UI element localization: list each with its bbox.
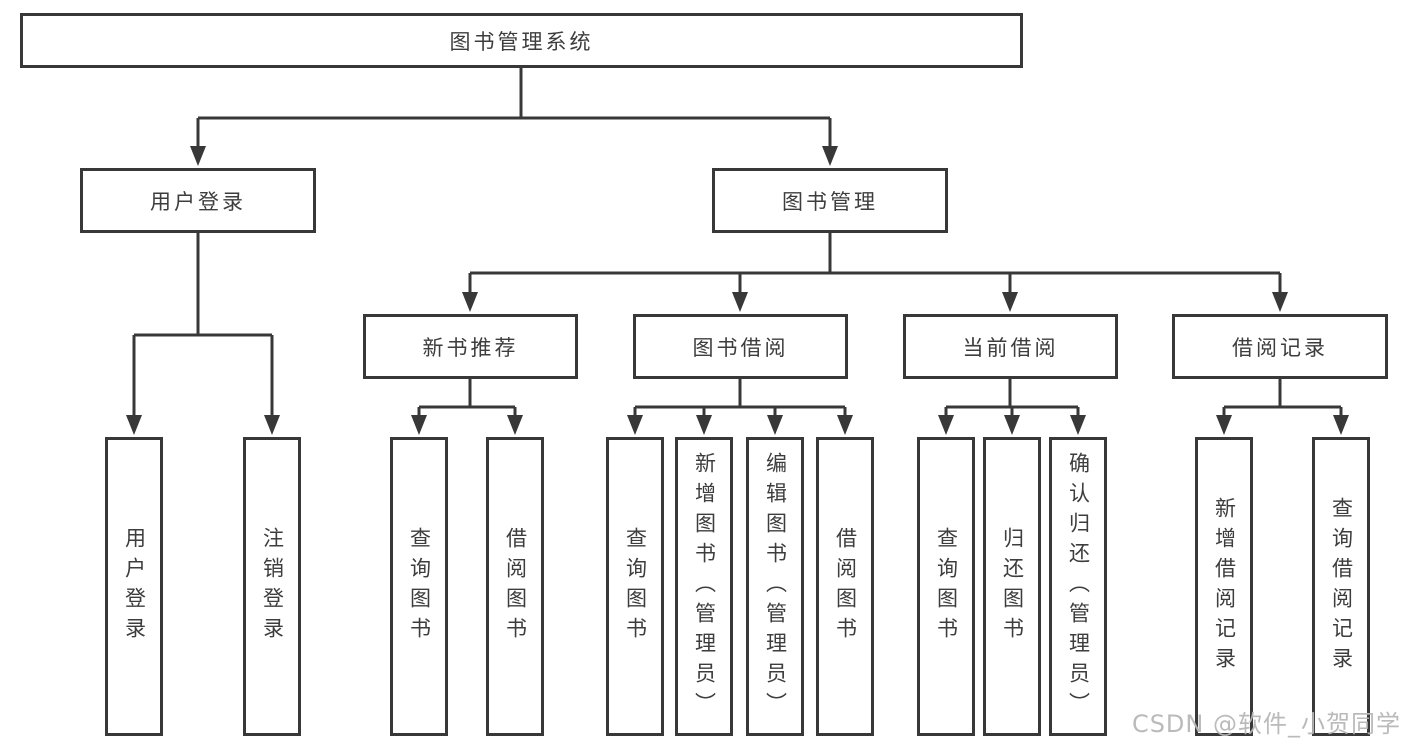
connector-records-to-leaves [1216, 379, 1349, 435]
leaf-user-login: 用户登录 [105, 437, 163, 736]
leaf-add-books-admin: 新增图书（管理员） [675, 437, 733, 736]
arrowhead-icon [1216, 415, 1232, 435]
node-new-book-recommend: 新书推荐 [363, 314, 578, 379]
node-root-system: 图书管理系统 [20, 13, 1023, 68]
leaf-query-books-borrow: 查询图书 [606, 437, 664, 736]
leaf-query-books-current: 查询图书 [917, 437, 975, 736]
arrowhead-icon [1333, 415, 1349, 435]
leaf-query-borrow-record: 查询借阅记录 [1312, 437, 1370, 736]
arrowhead-icon [627, 415, 643, 435]
arrowhead-icon [264, 415, 280, 435]
leaf-borrow-books-recommend: 借阅图书 [486, 437, 544, 736]
node-borrow-records: 借阅记录 [1172, 314, 1388, 379]
leaf-borrow-books: 借阅图书 [816, 437, 874, 736]
node-current-borrow: 当前借阅 [903, 314, 1118, 379]
connector-userlogin-to-leaves [126, 233, 280, 435]
connector-current-to-leaves [938, 379, 1086, 435]
csdn-watermark: CSDN @软件_小贺同学 [1131, 710, 1401, 738]
arrowhead-icon [822, 146, 838, 166]
leaf-add-borrow-record: 新增借阅记录 [1195, 437, 1253, 736]
leaf-query-books-recommend: 查询图书 [390, 437, 448, 736]
arrowhead-icon [837, 415, 853, 435]
arrowhead-icon [411, 415, 427, 435]
arrowhead-icon [126, 415, 142, 435]
arrowhead-icon [696, 415, 712, 435]
node-user-login: 用户登录 [80, 168, 316, 233]
arrowhead-icon [1070, 415, 1086, 435]
connector-root-to-level2 [190, 68, 838, 166]
arrowhead-icon [1004, 415, 1020, 435]
arrowhead-icon [1002, 292, 1018, 312]
connector-bookmgmt-to-level3 [462, 233, 1288, 312]
arrowhead-icon [732, 292, 748, 312]
leaf-return-books: 归还图书 [983, 437, 1041, 736]
arrowhead-icon [1272, 292, 1288, 312]
arrowhead-icon [767, 415, 783, 435]
leaf-edit-books-admin: 编辑图书（管理员） [746, 437, 804, 736]
node-book-management: 图书管理 [712, 168, 948, 233]
connector-borrow-to-leaves [627, 379, 853, 435]
arrowhead-icon [938, 415, 954, 435]
leaf-confirm-return-admin: 确认归还（管理员） [1049, 437, 1107, 736]
node-book-borrow: 图书借阅 [633, 314, 848, 379]
leaf-logout: 注销登录 [243, 437, 301, 736]
connector-newbooks-to-leaves [411, 379, 523, 435]
arrowhead-icon [462, 292, 478, 312]
arrowhead-icon [507, 415, 523, 435]
arrowhead-icon [190, 146, 206, 166]
